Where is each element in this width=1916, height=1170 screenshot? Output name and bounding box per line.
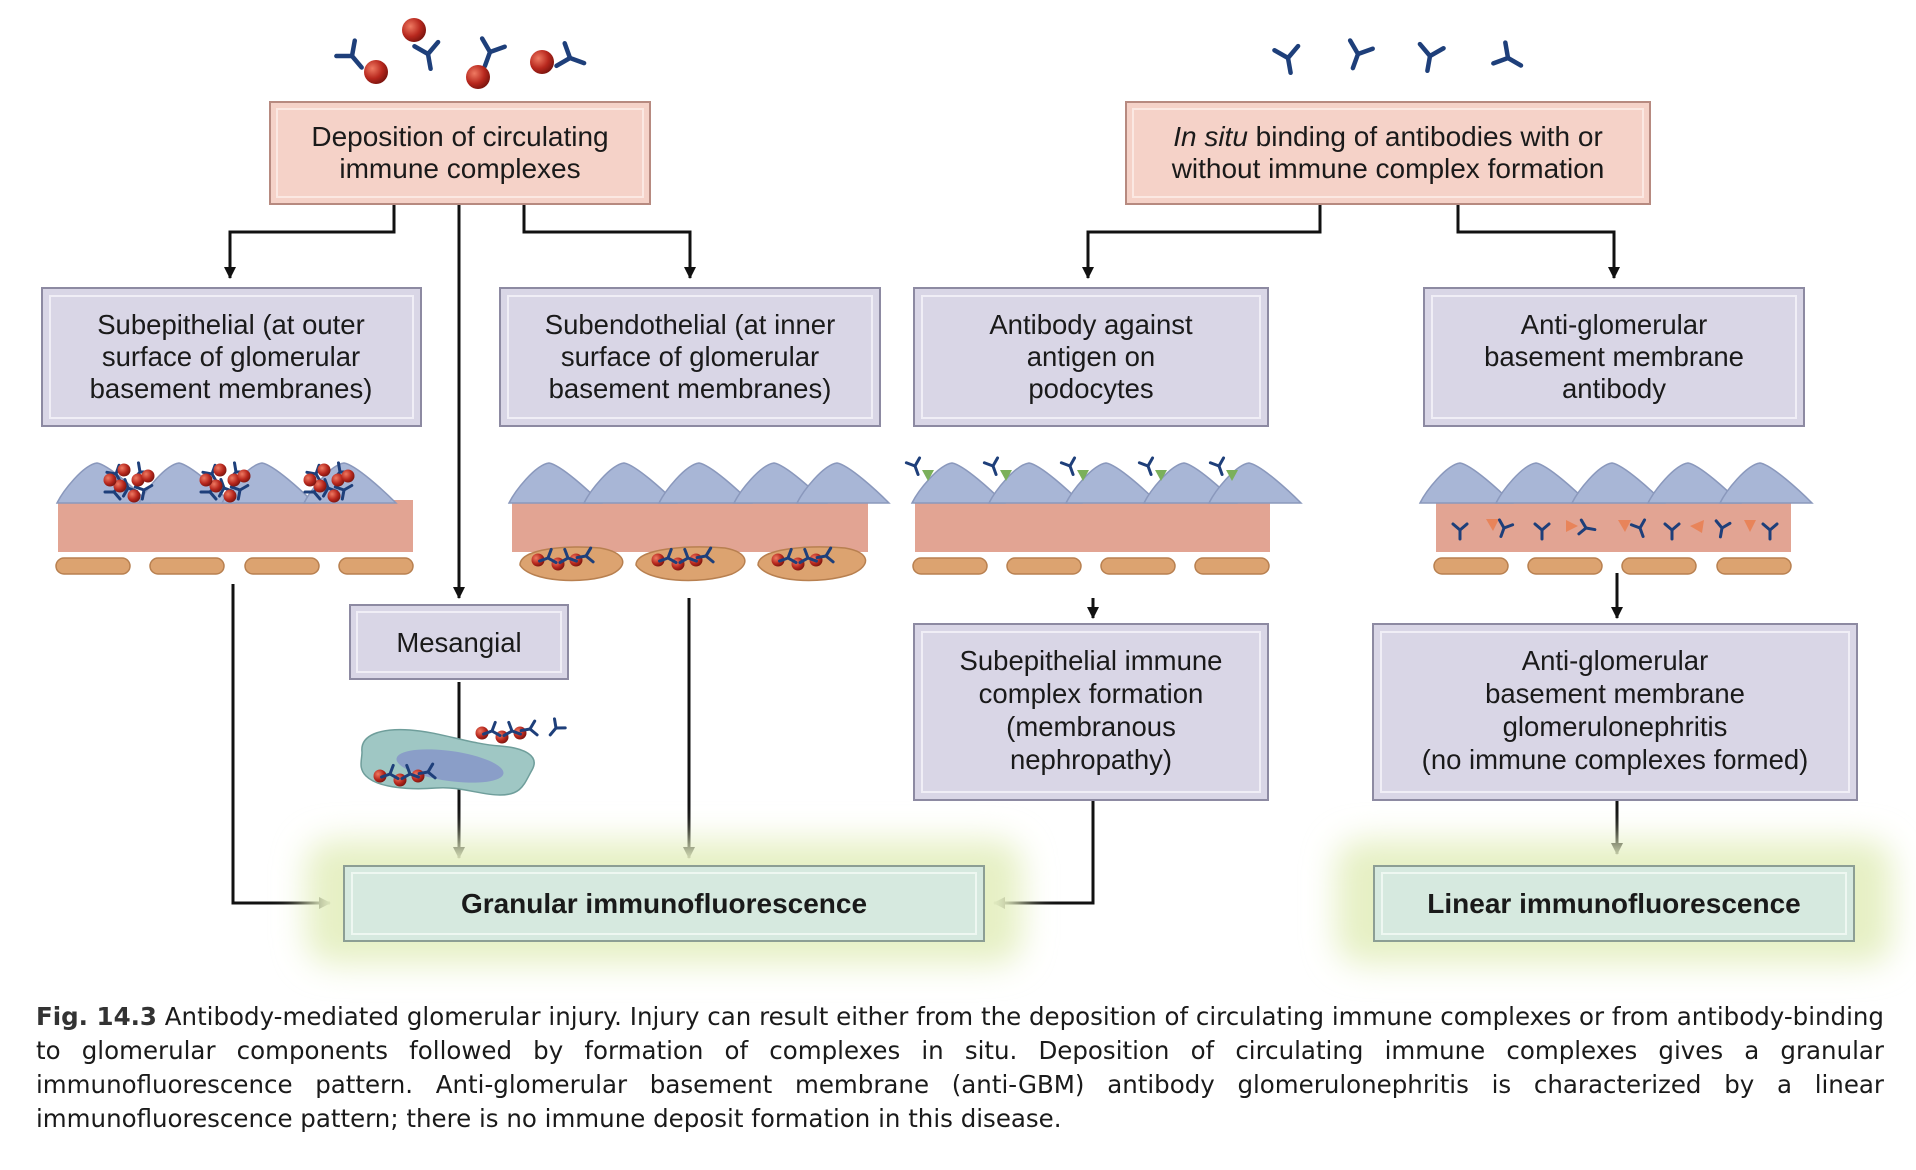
figure-caption: Fig. 14.3 Antibody-mediated glomerular i… [36, 1000, 1884, 1136]
box-linear-immunofluorescence: Linear immunofluorescence [1336, 840, 1892, 964]
anti-gbm-antibody-line-1: Anti-glomerular [1521, 309, 1707, 340]
podocyte-antibody-line-2: antigen on [1027, 341, 1155, 372]
box-in-situ-binding: In situ binding of antibodies with or wi… [1125, 101, 1651, 205]
box-mesangial: Mesangial [349, 604, 569, 680]
membranous-line-2: complex formation [979, 678, 1204, 709]
linear-label: Linear immunofluorescence [1427, 888, 1800, 919]
anti-gbm-gn-line-4: (no immune complexes formed) [1422, 744, 1809, 775]
in-situ-line-1: binding of antibodies with or [1248, 121, 1603, 152]
subendothelial-line-1: Subendothelial (at inner [545, 309, 835, 340]
deposition-line-2: immune complexes [339, 153, 580, 184]
membranous-line-1: Subepithelial immune [960, 645, 1223, 676]
subepithelial-line-1: Subepithelial (at outer [97, 309, 365, 340]
anti-gbm-gn-line-2: basement membrane [1485, 678, 1745, 709]
free-antibodies-icon [1274, 40, 1527, 75]
in-situ-italic: In situ [1173, 121, 1248, 152]
connector-arrows [224, 204, 1623, 909]
subepithelial-line-3: basement membranes) [90, 373, 373, 404]
svg-text:In situ binding of antibodies: In situ binding of antibodies with or [1173, 121, 1603, 152]
subepithelial-membrane-illustration [55, 462, 414, 575]
subendothelial-line-3: basement membranes) [549, 373, 832, 404]
mesangial-label: Mesangial [396, 627, 521, 658]
membranous-line-3: (membranous [1006, 711, 1176, 742]
figure-label: Fig. 14.3 [36, 1002, 157, 1031]
figure-caption-text: Antibody-mediated glomerular injury. Inj… [36, 1002, 1884, 1133]
deposition-line-1: Deposition of circulating [311, 121, 608, 152]
subepithelial-line-2: surface of glomerular [102, 341, 360, 372]
mesangial-cell-illustration [360, 717, 567, 796]
anti-gbm-gn-line-1: Anti-glomerular [1522, 645, 1708, 676]
circulating-immune-complexes-icon [336, 18, 588, 89]
anti-gbm-gn-line-3: glomerulonephritis [1503, 711, 1728, 742]
anti-gbm-antibody-line-2: basement membrane [1484, 341, 1744, 372]
anti-gbm-membrane-illustration [1419, 462, 1813, 575]
podocyte-antigen-membrane-illustration [904, 456, 1302, 575]
granular-label: Granular immunofluorescence [461, 888, 867, 919]
anti-gbm-antibody-line-3: antibody [1562, 373, 1666, 404]
box-granular-immunofluorescence: Granular immunofluorescence [306, 840, 1022, 964]
in-situ-line-2: without immune complex formation [1171, 153, 1605, 184]
subendothelial-membrane-illustration [508, 462, 890, 582]
podocyte-antibody-line-3: podocytes [1028, 373, 1153, 404]
subendothelial-line-2: surface of glomerular [561, 341, 819, 372]
podocyte-antibody-line-1: Antibody against [989, 309, 1193, 340]
membranous-line-4: nephropathy) [1010, 744, 1172, 775]
